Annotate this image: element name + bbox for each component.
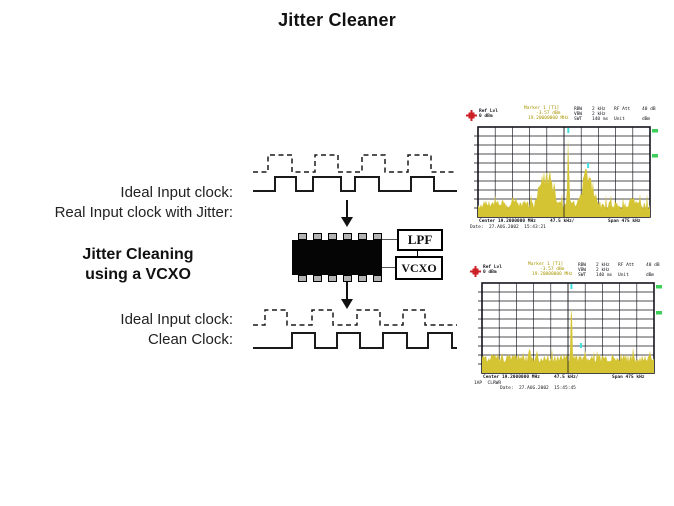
logo-shape [474,266,477,277]
wire-lpf-to-vcxo [417,251,418,256]
ic-pin-bottom [328,275,337,282]
label-ideal-input-clock-top: Ideal Input clock: [120,184,233,201]
label-ideal-input-clock-bottom: Ideal Input clock: [120,311,233,328]
ic-pin-top [343,233,352,240]
footer-span: Span 475 kHz [612,375,645,380]
arrow-down-icon [341,200,353,227]
ic-pin-bottom [298,275,307,282]
trace-marker [567,128,570,133]
marker-readout-line1: Marker 1 [T1] [528,262,564,267]
unit-value: dBm [646,273,655,278]
marker-readout-line2: -3.57 dBm [536,111,561,116]
page-title: Jitter Cleaner [278,10,396,30]
lpf-block: LPF [397,229,443,251]
ic-chip-body [292,240,382,275]
ref-level-label: Ref Lvl [479,109,498,114]
bw-settings-labels: RBW VBW SWT [574,107,583,122]
trace-marker [570,284,573,289]
side-indicator [652,154,658,158]
marker-readout-line1: Marker 1 [T1] [524,106,560,111]
ic-pin-top [298,233,307,240]
footer-span: Span 475 kHz [608,219,641,224]
bw-settings-labels: RBW VBW SWT [578,263,587,278]
bw-settings-values: 2 kHz 2 kHz 140 ms [596,263,613,278]
side-indicator [656,311,662,315]
logo-shape [470,110,473,121]
ic-pin-bottom [358,275,367,282]
marker-readout-line3: 19.20000000 MHz [532,272,573,277]
footer-per-div: 47.5 kHz/ [550,219,575,224]
label-jitter-cleaning: Jitter Cleaning using a VCXO [30,245,246,285]
ic-pin-top [358,233,367,240]
lpf-label: LPF [407,232,433,247]
ref-level-value: 0 dBm [479,114,493,119]
vcxo-label: VCXO [401,261,437,275]
side-indicator [656,285,662,289]
spectrum-plot [474,126,658,218]
side-indicator [652,129,658,133]
bw-settings-values: 2 kHz 2 kHz 140 ms [592,107,609,122]
analyzer-logo-icon [466,110,477,121]
ic-pin-top [328,233,337,240]
wave-trace-ideal [253,309,457,326]
rf-att-label: RF Att [618,263,635,268]
ref-level-value: 0 dBm [483,270,497,275]
rf-att-label: RF Att [614,107,631,112]
footer-per-div: 47.5 kHz/ [554,375,579,380]
footer-center-freq: Center 19.2000000 MHz [479,219,536,224]
ic-pin-bottom [313,275,322,282]
marker-readout-line2: -3.57 dBm [540,267,565,272]
spectrum-plot [478,282,662,374]
wave-trace-clean [253,332,457,349]
trace-marker [587,163,590,168]
wire-chip-to-vcxo [382,267,395,268]
trace-marker [579,343,582,348]
waveform-jittered-clock [253,154,457,192]
footer-trace-mode: 1AP CLRWR [474,381,502,386]
unit-label: Unit [618,273,629,278]
label-clean-clock: Clean Clock: [147,331,233,348]
arrow-down-icon [341,282,353,309]
label-jitter-cleaning-line1: Jitter Cleaning [82,246,194,263]
footer-date: Date: 27.AUG.2002 15:43:21 [470,225,546,230]
label-real-input-clock: Real Input clock with Jitter: [54,204,233,221]
footer-center-freq: Center 19.2000000 MHz [483,375,540,380]
ic-pin-bottom [373,275,382,282]
footer-date: Date: 27.AUG.2002 15:45:45 [500,386,576,391]
vcxo-block: VCXO [395,256,443,280]
label-jitter-cleaning-line2: using a VCXO [85,266,191,283]
wire-chip-to-lpf [382,239,397,240]
ref-level-label: Ref Lvl [483,265,502,270]
ic-pin-top [313,233,322,240]
rf-att-value: 40 dB [642,107,656,112]
rf-att-value: 40 dB [646,263,660,268]
marker-readout-line3: 19.20000000 MHz [528,116,569,121]
unit-label: Unit [614,117,625,122]
ic-pin-top [373,233,382,240]
waveform-clean-clock [253,309,457,349]
unit-value: dBm [642,117,651,122]
analyzer-logo-icon [470,266,481,277]
ic-pin-bottom [343,275,352,282]
ic-chip [292,233,382,282]
wave-trace-ideal [253,154,457,173]
wave-trace-real [253,176,457,192]
